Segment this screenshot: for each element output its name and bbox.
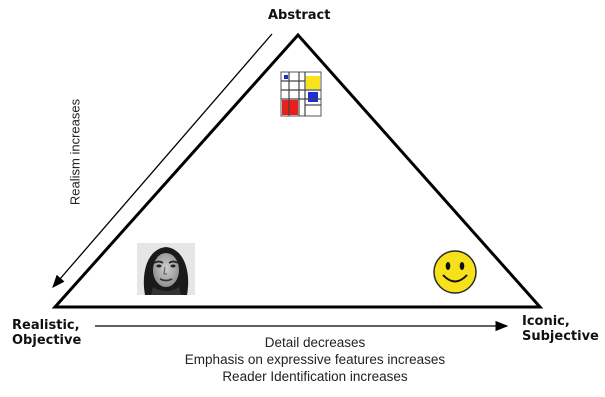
realistic-text: Realistic, bbox=[12, 318, 81, 333]
caption-emphasis: Emphasis on expressive features increase… bbox=[0, 351, 605, 368]
mondrian-painting-icon bbox=[281, 72, 321, 116]
iconic-text: Iconic, bbox=[522, 314, 599, 329]
caption-identification: Reader Identification increases bbox=[0, 368, 605, 385]
realism-increases-label: Realism increases bbox=[68, 99, 83, 205]
vertex-label-abstract: Abstract bbox=[268, 8, 330, 23]
caption-detail: Detail decreases bbox=[0, 334, 605, 351]
realistic-face-photo bbox=[137, 243, 195, 295]
smiley-face-icon bbox=[434, 251, 476, 293]
bottom-captions: Detail decreases Emphasis on expressive … bbox=[0, 334, 605, 385]
abstract-text: Abstract bbox=[268, 8, 330, 23]
